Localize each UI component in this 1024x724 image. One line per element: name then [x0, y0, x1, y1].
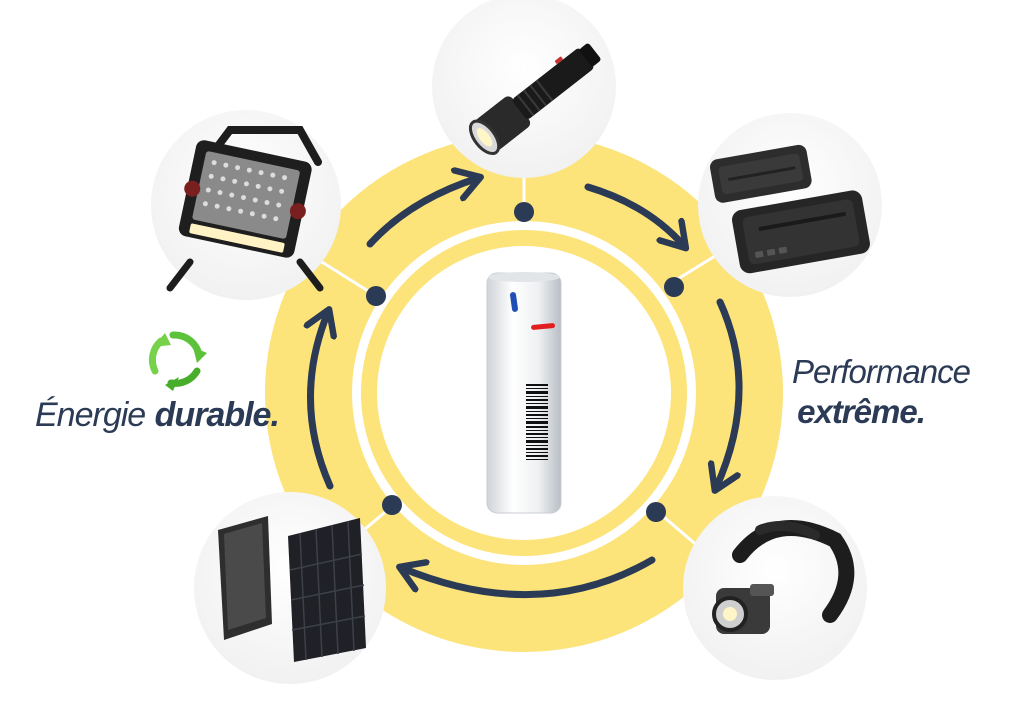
- arrow-flashlight-to-powerbank: [584, 183, 684, 246]
- solar-panel-icon: [218, 516, 366, 662]
- headlamp-icon: [712, 520, 855, 634]
- headlamp-node: [683, 496, 867, 680]
- cycle-dots: [366, 202, 684, 522]
- arrow-worklight-to-flashlight: [366, 178, 478, 248]
- battery-cell: [486, 272, 562, 514]
- power-bank-icon: [710, 144, 870, 274]
- left-caption: Énergie durable.: [35, 396, 280, 435]
- right-caption-light: Performance: [792, 353, 971, 390]
- battery-mark-red: [531, 323, 556, 330]
- right-caption: Performance extrême.: [776, 352, 986, 432]
- recycle-icon: [148, 331, 207, 391]
- work-light-icon: [166, 126, 324, 292]
- battery-mark-blue: [510, 292, 518, 312]
- cycle-arrows: [310, 178, 743, 599]
- cycle-dot: [664, 277, 684, 297]
- arrow-headlamp-to-solar: [402, 556, 656, 599]
- right-caption-bold: extrême.: [797, 393, 926, 430]
- flashlight-icon: [468, 43, 601, 155]
- left-caption-light: Énergie: [35, 396, 146, 434]
- work-light-node: [151, 110, 341, 300]
- cycle-dot: [366, 286, 386, 306]
- arrow-powerbank-to-headlamp: [716, 298, 743, 488]
- flashlight-node: [432, 0, 616, 178]
- arrow-solar-to-worklight: [310, 312, 330, 490]
- battery-barcode: [526, 384, 548, 460]
- solar-panel-node: [194, 492, 386, 684]
- left-caption-bold: durable.: [154, 396, 280, 434]
- cycle-dot: [646, 502, 666, 522]
- cycle-dot: [514, 202, 534, 222]
- cycle-dot: [382, 495, 402, 515]
- power-bank-node: [698, 113, 882, 297]
